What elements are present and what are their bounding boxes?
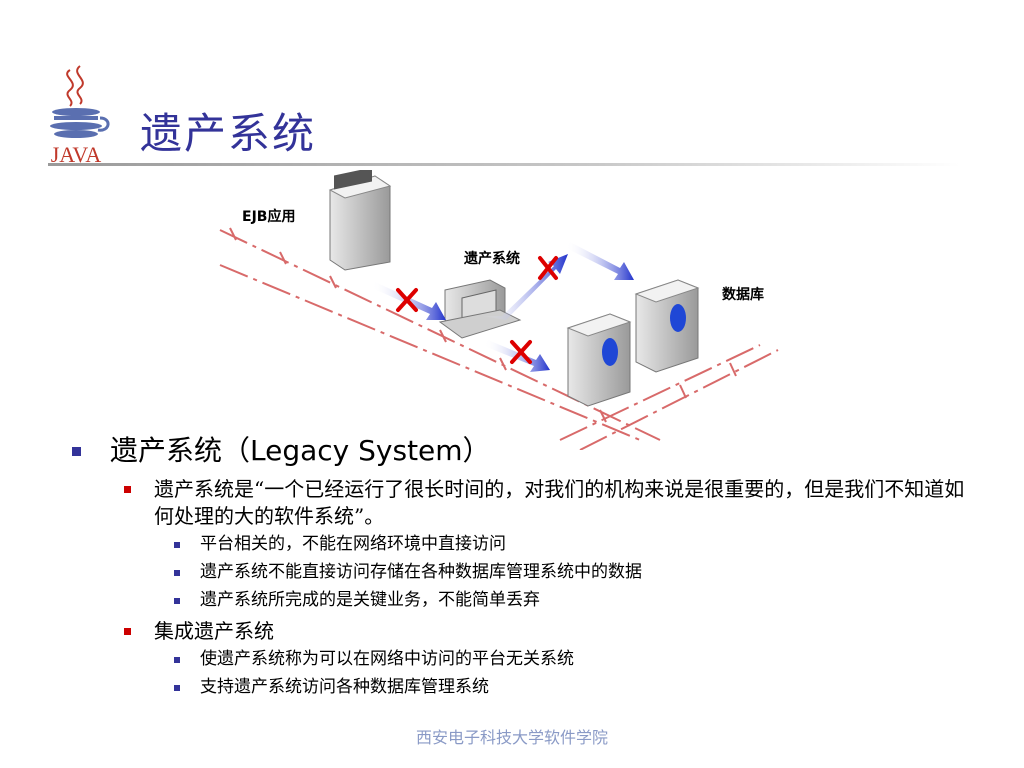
square-bullet-icon	[174, 657, 180, 663]
bullet-level3: 遗产系统所完成的是关键业务，不能简单丢弃	[70, 586, 970, 614]
bullet-text: 遗产系统（Legacy System）	[110, 434, 491, 467]
bullet-text: 支持遗产系统访问各种数据库管理系统	[200, 677, 489, 697]
bullet-level3: 使遗产系统称为可以在网络中访问的平台无关系统	[70, 645, 970, 673]
legacy-label: 遗产系统	[464, 251, 520, 267]
bullet-level3: 支持遗产系统访问各种数据库管理系统	[70, 673, 970, 701]
network-diagram: EJB应用 遗产系统 数据库	[200, 167, 780, 451]
bullet-level1: 遗产系统（Legacy System）	[70, 430, 970, 472]
square-bullet-icon	[174, 598, 180, 604]
square-bullet-icon	[124, 486, 131, 493]
bullet-text: 集成遗产系统	[154, 619, 274, 643]
diagram-canvas	[219, 167, 779, 451]
bullet-text: 遗产系统是“一个已经运行了很长时间的，对我们的机构来说是很重要的，但是我们不知道…	[154, 477, 965, 528]
database-server-icon	[566, 279, 700, 407]
bullet-level2: 遗产系统是“一个已经运行了很长时间的，对我们的机构来说是很重要的，但是我们不知道…	[70, 476, 970, 530]
bullet-level2: 集成遗产系统	[70, 618, 970, 645]
logo-text: JAVA	[51, 142, 102, 166]
ejb-label: EJB应用	[242, 209, 296, 225]
square-bullet-icon	[174, 685, 180, 691]
bullet-text: 遗产系统所完成的是关键业务，不能简单丢弃	[200, 590, 540, 610]
square-bullet-icon	[72, 447, 81, 456]
square-bullet-icon	[174, 570, 180, 576]
page-title: 遗产系统	[140, 109, 317, 158]
square-bullet-icon	[124, 628, 131, 635]
legacy-computer-icon	[438, 279, 522, 339]
title-divider	[48, 163, 960, 166]
bullet-text: 平台相关的，不能在网络环境中直接访问	[200, 534, 506, 554]
bullet-level3: 平台相关的，不能在网络环境中直接访问	[70, 530, 970, 558]
bullet-text: 使遗产系统称为可以在网络中访问的平台无关系统	[200, 649, 574, 669]
blocked-x-icons	[396, 256, 558, 364]
square-bullet-icon	[174, 542, 180, 548]
bullet-level3: 遗产系统不能直接访问存储在各种数据库管理系统中的数据	[70, 558, 970, 586]
bullet-content: 遗产系统（Legacy System） 遗产系统是“一个已经运行了很长时间的，对…	[70, 430, 970, 701]
bullet-text: 遗产系统不能直接访问存储在各种数据库管理系统中的数据	[200, 562, 642, 582]
ejb-server-icon	[328, 167, 392, 271]
coffee-cup-icon	[66, 65, 84, 107]
java-logo: JAVA	[50, 65, 110, 166]
database-label: 数据库	[722, 287, 764, 303]
footer-text: 西安电子科技大学软件学院	[415, 728, 608, 747]
